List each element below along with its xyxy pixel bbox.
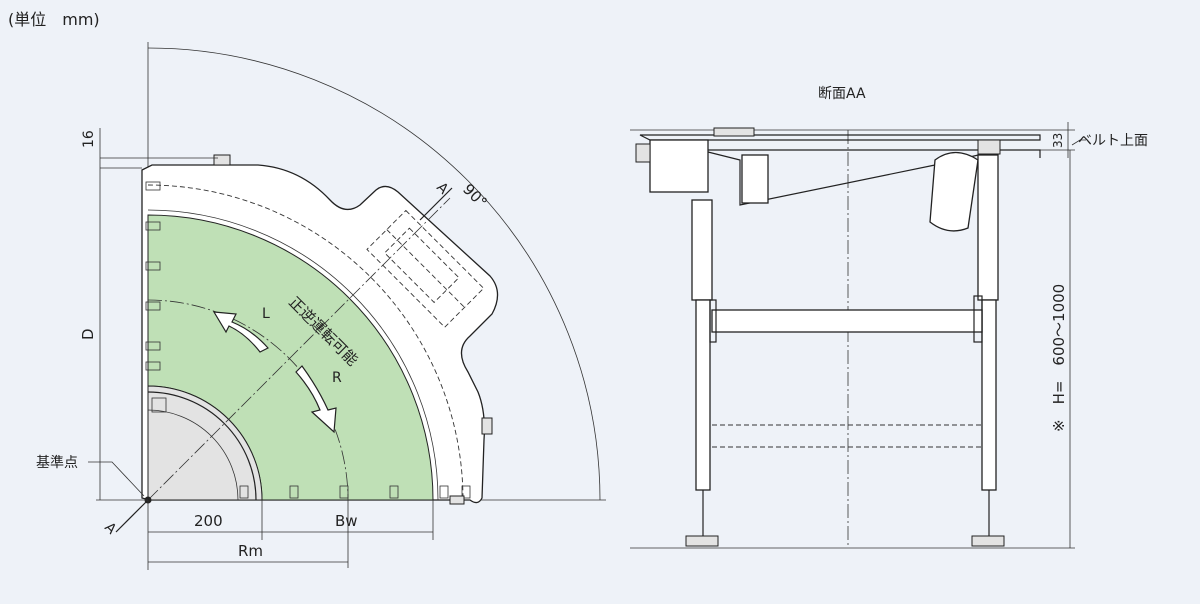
section-mark-top: A [433,180,451,198]
inner-hub-edge [147,391,257,501]
right-foot [971,535,1005,547]
bottom-knob [449,495,465,505]
right-brace-bracket [973,295,983,343]
dim-bw: Bw [335,512,358,530]
right-lip [1000,149,1041,158]
left-brace-bracket [709,299,717,343]
left-foot [685,535,719,547]
section-view: 断面AA 33 [630,86,1148,549]
datum-label: 基準点 [36,454,78,471]
motor-housing [649,139,709,193]
dim-d: D [79,328,97,340]
motor-cap [713,127,755,137]
motor-terminal [635,143,651,163]
right-guard [929,151,979,232]
frame-bolts-bottom [239,485,471,499]
section-mark-top-line [419,187,453,221]
plan-view: 90° [36,42,606,570]
unit-label: (単位 mm) [8,10,100,29]
upper-cross-brace [711,309,983,333]
arrow-l-label: L [262,306,270,322]
height-label: ※ H= 600～1000 [1050,284,1068,432]
section-mark-bottom: A [101,520,119,538]
arrow-r-label: R [332,370,342,386]
left-leg-lower [695,299,711,491]
motor-side-box [741,154,769,204]
left-leg-upper [691,199,713,301]
belt-surface-leader [1071,139,1086,146]
diagonal-center-line [147,197,451,501]
top-knob [213,154,231,166]
side-knob [481,417,493,435]
angle-arc [147,47,601,501]
dim-200: 200 [194,512,223,530]
belt-surface-label: ベルト上面 [1078,133,1148,149]
arrow-r-icon [295,365,337,434]
right-leg-upper [977,154,999,301]
dim-rm: Rm [238,542,263,560]
dim-16: 16 [81,130,97,148]
right-leg-lower [981,299,997,491]
right-knob [977,139,1001,155]
drive-unit-outline [366,209,485,328]
outer-guide-arc [147,184,464,501]
belt-wedge [699,149,1001,206]
section-mark-bottom-line [115,501,147,533]
dim-33: 33 [1051,133,1065,148]
angle-label: 90° [459,180,491,212]
section-title: 断面AA [818,86,866,102]
top-plate [639,134,1041,141]
datum-leader [88,461,145,497]
frame-bolts-left [145,181,167,413]
arrow-l-icon [212,311,269,353]
